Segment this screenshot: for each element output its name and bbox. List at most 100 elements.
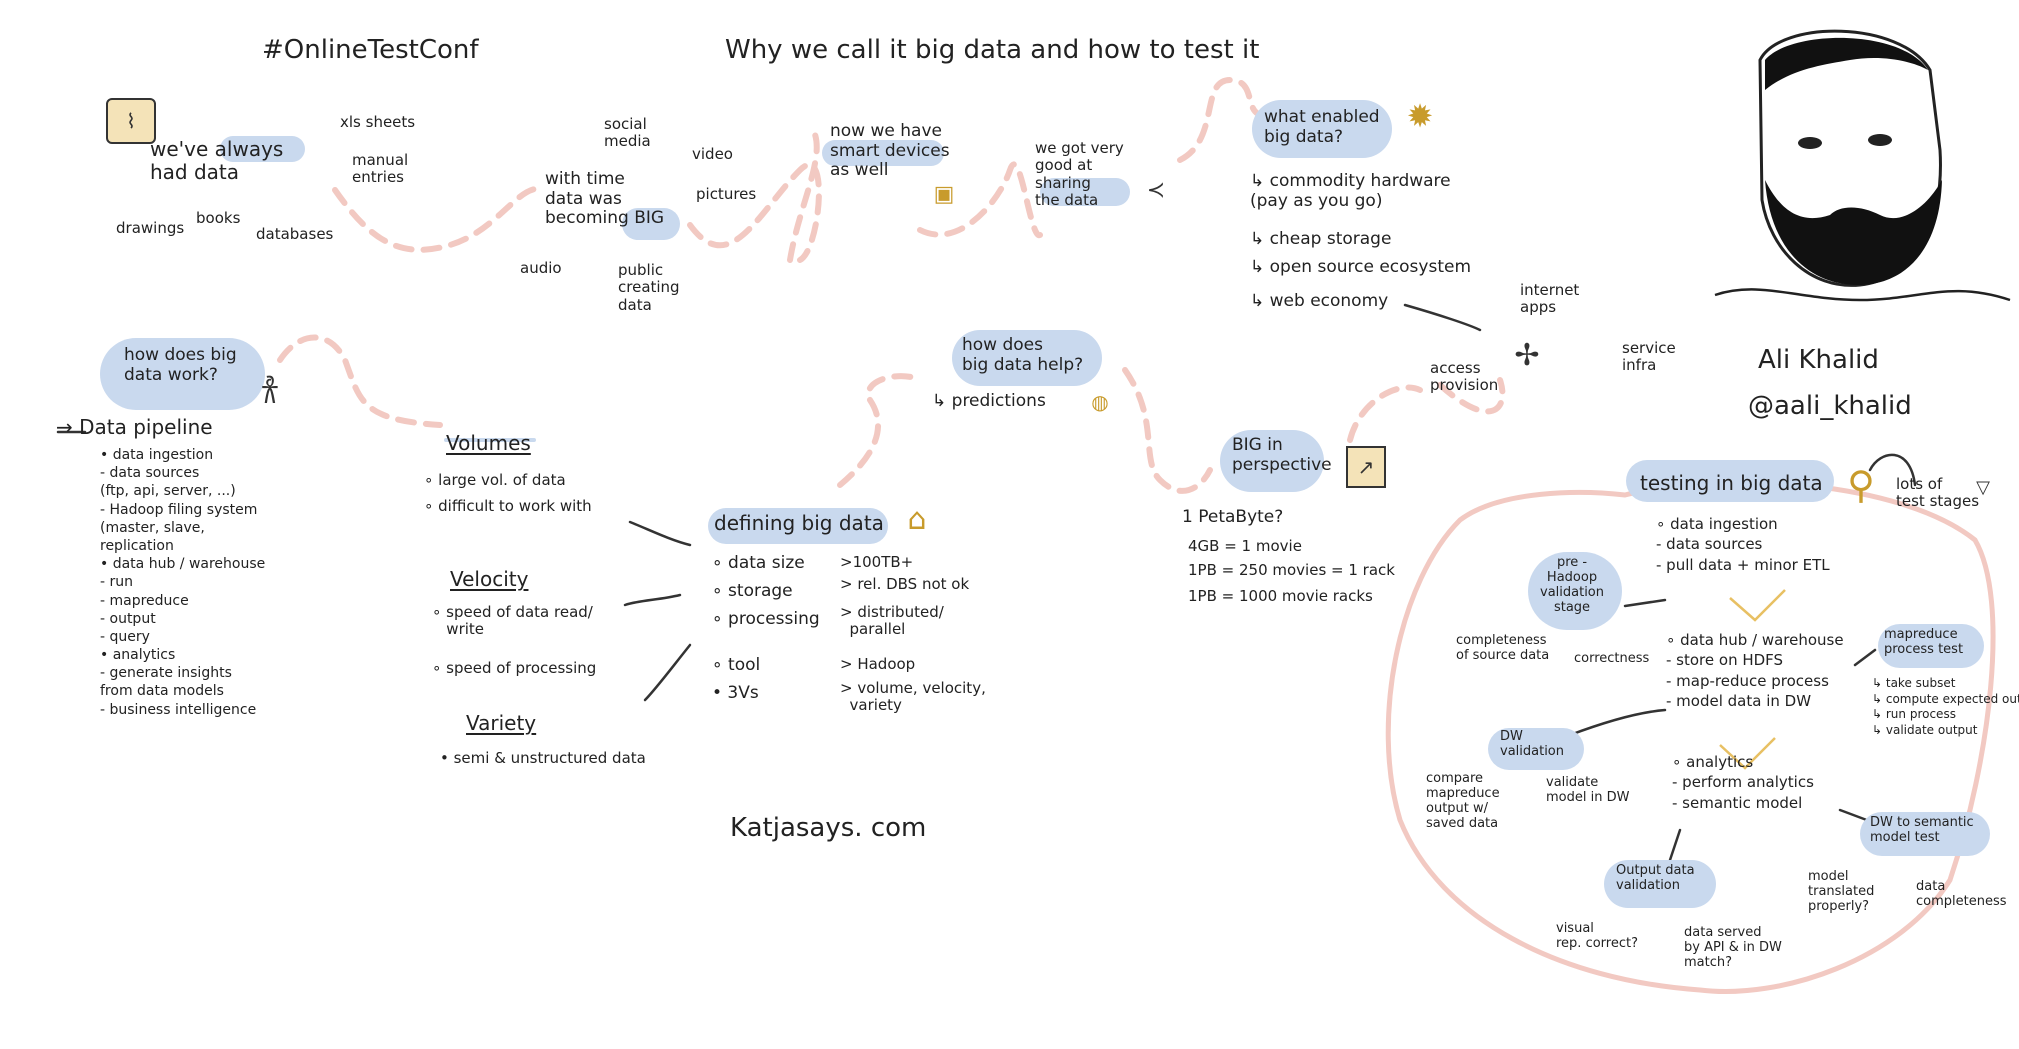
highlight-semantic — [1860, 812, 1990, 856]
highlight-how-work — [100, 338, 265, 410]
hub-item: - map-reduce process — [1666, 671, 1829, 690]
highlight-helps — [952, 330, 1102, 386]
data-becoming-big: with time data was becoming BIG — [545, 169, 665, 229]
helps-item: ↳ predictions — [932, 391, 1046, 411]
perspective-title: BIG in perspective — [1232, 435, 1332, 475]
smart-devices: now we have smart devices as well — [830, 121, 950, 181]
pipeline-list: • data ingestion - data sources (ftp, ap… — [100, 446, 265, 719]
page-title: Why we call it big data and how to test … — [725, 35, 1260, 65]
test-stages: lots of test stages — [1896, 475, 1980, 511]
speaker-name: Ali Khalid — [1758, 345, 1879, 375]
velocity-title: Velocity — [450, 567, 529, 591]
defining-right-1: > rel. DBS not ok — [840, 575, 970, 593]
highlight-testing — [1626, 460, 1834, 502]
enabled-title: what enabled big data? — [1264, 107, 1380, 147]
source-social: social media — [604, 115, 651, 151]
mapreduce-step: ↳ run process — [1872, 707, 1956, 722]
chart-icon: ↗ — [1346, 446, 1386, 488]
mapreduce-test: mapreduce process test — [1884, 627, 1964, 657]
ingestion-item: - pull data + minor ETL — [1656, 555, 1830, 574]
arrow-to-velocity — [623, 593, 682, 607]
always-had-data: we've always had data — [150, 137, 284, 184]
highlight-smart — [822, 140, 944, 166]
highlight-output — [1604, 860, 1716, 908]
enabled-internet-apps: internet apps — [1520, 281, 1580, 317]
speaker-handle: @aali_khalid — [1748, 391, 1912, 421]
pipeline-item: • data ingestion — [100, 447, 214, 463]
output-data-served: data served by API & in DW match? — [1684, 925, 1782, 970]
source-pictures: pictures — [696, 185, 757, 203]
highlight-enabled — [1252, 100, 1392, 158]
pipeline-item: (master, slave, — [100, 519, 205, 536]
highlight-perspective — [1220, 430, 1324, 492]
example-xls: xls sheets — [340, 113, 416, 131]
pipeline-item: - query — [100, 628, 150, 645]
share-icon: ≺ — [1146, 177, 1166, 203]
perspective-item-0: 1 PetaByte? — [1182, 507, 1284, 527]
testing-hub: ∘ data hub / warehouse - store on HDFS -… — [1666, 630, 1844, 711]
highlight-dw — [1488, 728, 1584, 770]
hub-item: - model data in DW — [1666, 691, 1812, 710]
example-databases: databases — [256, 225, 334, 243]
pipeline-item: • analytics — [100, 647, 176, 664]
hub-item: ∘ data hub / warehouse — [1666, 631, 1844, 649]
semantic-completeness: data completeness — [1916, 879, 2007, 909]
pipeline-item: • data hub / warehouse — [100, 556, 266, 573]
helps-title: how does big data help? — [962, 335, 1084, 375]
prehadoop-correctness: correctness — [1574, 651, 1650, 666]
graduation-cap-icon: ⌂ — [907, 501, 927, 537]
dw-validate-model: validate model in DW — [1546, 775, 1630, 805]
defining-right-2: > distributed/ parallel — [840, 603, 944, 639]
velocity-item-1: ∘ speed of processing — [432, 659, 597, 677]
analytics-item: ∘ analytics — [1672, 753, 1754, 771]
path-top-2 — [687, 162, 822, 263]
testing-ingestion: ∘ data ingestion - data sources - pull d… — [1656, 514, 1830, 575]
defining-left-0: ∘ data size — [712, 553, 805, 573]
hub-item: - store on HDFS — [1666, 651, 1784, 670]
arrows-icon: ✢ — [1514, 337, 1540, 373]
defining-left-1: ∘ storage — [712, 581, 793, 601]
highlight-sharing — [1040, 178, 1130, 206]
footer-site: Katjasays. com — [730, 813, 927, 843]
hashtag: #OnlineTestConf — [262, 35, 479, 65]
semantic-translated: model translated properly? — [1808, 869, 1875, 914]
enabled-access: access provision — [1430, 359, 1499, 395]
analytics-item: - semantic model — [1672, 793, 1803, 812]
path-perspective — [1347, 384, 1423, 443]
arrow-dw — [1568, 708, 1667, 737]
path-top-3 — [787, 122, 820, 263]
highlight-volumes — [444, 438, 536, 442]
ingestion-item: ∘ data ingestion — [1656, 515, 1778, 533]
person-icon: 𐀪 — [259, 372, 281, 412]
defining-left-3: ∘ tool — [712, 655, 761, 675]
enabled-item-0: ↳ commodity hardware (pay as you go) — [1250, 171, 1451, 211]
semantic-test: DW to semantic model test — [1870, 815, 1974, 845]
highlight-big — [622, 208, 680, 240]
example-books: books — [196, 209, 241, 227]
pipeline-item: - output — [100, 610, 156, 627]
output-validation: Output data validation — [1616, 863, 1695, 893]
mapreduce-step: ↳ validate output — [1872, 722, 1978, 737]
highlight-prehadoop — [1528, 552, 1622, 630]
dw-validation: DW validation — [1500, 729, 1565, 759]
testing-analytics: ∘ analytics - perform analytics - semant… — [1672, 752, 1814, 813]
how-work-title: how does big data work? — [124, 345, 237, 385]
path-mid — [837, 373, 923, 488]
dw-compare: compare mapreduce output w/ saved data — [1426, 771, 1500, 831]
arrow-web-economy — [1403, 303, 1482, 332]
defining-right-4: > volume, velocity, variety — [840, 679, 986, 715]
calendar-icon: ⌇ — [106, 98, 156, 144]
velocity-item-0: ∘ speed of data read/ write — [432, 603, 593, 639]
analytics-item: - perform analytics — [1672, 773, 1814, 792]
defining-left-4: • 3Vs — [712, 683, 759, 703]
perspective-item-3: 1PB = 1000 movie racks — [1188, 587, 1373, 605]
funnel-icon: ▽ — [1976, 476, 1990, 498]
volumes-title: Volumes — [446, 431, 531, 455]
pipeline-item: - business intelligence — [100, 701, 257, 718]
defining-left-2: ∘ processing — [712, 609, 820, 629]
enabled-service: service infra — [1622, 339, 1676, 375]
phone-icon: ▣ — [933, 181, 955, 207]
arrow-output — [1668, 828, 1682, 862]
magnifier-icon: ⚲ — [1847, 463, 1875, 507]
